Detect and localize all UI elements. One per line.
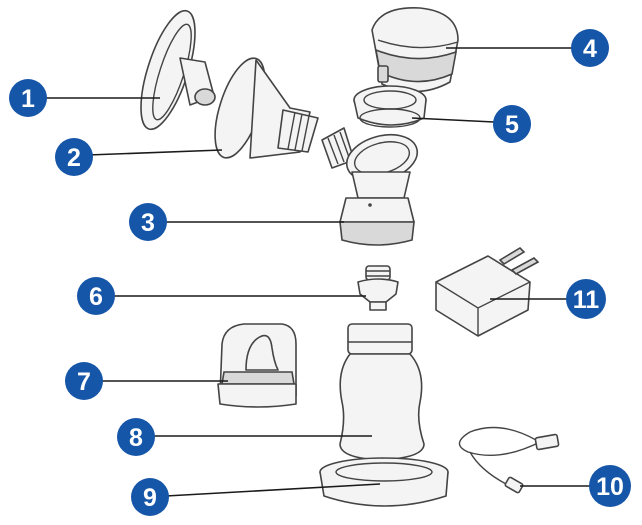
callout-2: 2	[55, 138, 93, 176]
part-7-nipple-cap	[218, 324, 296, 407]
callout-11-number: 11	[573, 286, 600, 314]
callout-3-number: 3	[141, 209, 155, 237]
part-8-bottle	[340, 324, 424, 460]
callout-7-number: 7	[77, 368, 91, 396]
callout-9-number: 9	[143, 484, 157, 512]
callout-11: 11	[566, 279, 606, 319]
callout-4: 4	[571, 29, 609, 67]
part-1-silicone-cushion	[130, 5, 215, 135]
part-9-base-stand	[320, 458, 448, 506]
callout-1: 1	[9, 79, 47, 117]
callout-2-number: 2	[67, 144, 81, 172]
callout-5: 5	[493, 105, 531, 143]
callout-10: 10	[589, 465, 631, 507]
part-2-funnel	[205, 52, 318, 163]
callout-4-number: 4	[583, 35, 597, 63]
part-4-motor-unit	[372, 8, 458, 92]
leader-line-5	[412, 118, 494, 122]
callout-9: 9	[131, 478, 169, 516]
part-6-duckbill-valve	[358, 266, 398, 310]
part-5-valve-ring	[354, 86, 426, 127]
callout-5-number: 5	[505, 111, 519, 139]
callout-8-number: 8	[129, 424, 143, 452]
part-10-usb-cable	[459, 428, 558, 494]
callout-8: 8	[117, 418, 155, 456]
callout-10-number: 10	[596, 473, 624, 501]
callout-3: 3	[129, 203, 167, 241]
leader-line-2	[88, 150, 222, 155]
callout-1-number: 1	[21, 85, 35, 113]
part-11-power-adapter	[436, 248, 538, 336]
callout-7: 7	[65, 362, 103, 400]
callout-6-number: 6	[89, 283, 103, 311]
callout-6: 6	[77, 277, 115, 315]
part-3-pump-body	[322, 127, 422, 245]
